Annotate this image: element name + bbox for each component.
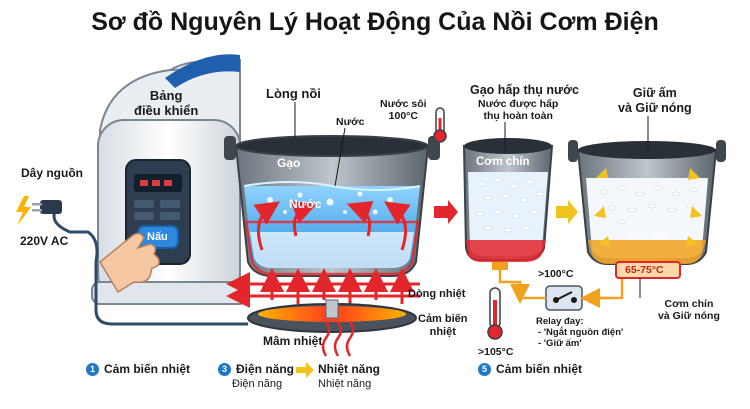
power-plug-icon xyxy=(32,200,248,326)
legend-item-1: 1 Cảm biến nhiệt xyxy=(86,362,190,376)
keep-warm-label: Giữ ấm xyxy=(628,230,669,242)
warm-title: Giữ ấm và Giữ nóng xyxy=(618,86,692,115)
thermometer-icon xyxy=(433,107,447,143)
water-in-pot-label: Nước xyxy=(289,197,322,211)
relay-item-2: - 'Giữ ấm' xyxy=(538,338,582,349)
cooked-rice-label: Cơm chín xyxy=(476,156,530,168)
panel-label: Bảng điều khiển xyxy=(134,88,199,118)
legend-number-5: 5 xyxy=(478,363,491,376)
legend-number-3: 3 xyxy=(218,363,231,376)
heat-flow-arrows xyxy=(226,272,420,308)
legend-item-3-sub-to: Nhiệt năng xyxy=(318,378,372,390)
absorb-subtitle: Nước được hấp thụ hoàn toàn xyxy=(478,98,559,122)
legend-number-1: 1 xyxy=(86,363,99,376)
temp-label: >100°C xyxy=(538,268,574,280)
boiling-water-label: Nước sôi 100°C xyxy=(380,98,427,122)
power-cord-label: Dây nguồn xyxy=(21,166,83,180)
warm-arrows xyxy=(594,168,702,246)
cooked-warm-label: Cơm chín và Giữ nóng xyxy=(658,298,720,322)
legend-item-3-sub-from: Điện năng xyxy=(232,378,283,390)
legend-item-3-from: Điện năng xyxy=(236,362,295,376)
heating-plate xyxy=(247,299,417,333)
convection-arrows xyxy=(253,200,411,251)
inner-pot-label: Lòng nồi xyxy=(266,86,321,101)
lightning-icon xyxy=(16,196,31,226)
legend-item-3: 3 Điện năng xyxy=(218,362,294,376)
page-title: Sơ đồ Nguyên Lý Hoạt Động Của Nồi Cơm Đi… xyxy=(91,8,659,36)
thermometer-icon-2 xyxy=(487,287,503,340)
heating-plate-label: Mâm nhiệt xyxy=(263,334,323,348)
water-label: Nước xyxy=(336,116,365,128)
inner-pot-cooking xyxy=(224,135,440,277)
relay-label: Relay đay: xyxy=(536,316,584,327)
warm-rice xyxy=(599,185,699,225)
pointer-lines-3 xyxy=(639,116,649,298)
legend-arrow xyxy=(296,362,314,378)
step-arrow-2 xyxy=(556,200,578,224)
legend-item-5-label: Cảm biến nhiệt xyxy=(496,362,583,376)
sensor-label: Cảm biến nhiệt xyxy=(418,313,468,338)
heat-wave-icon xyxy=(321,321,355,357)
cook-button-label[interactable]: Nấu xyxy=(147,231,168,243)
sensor-temp-label: >105°C xyxy=(478,346,514,358)
legend-item-5: 5 Cảm biến nhiệt xyxy=(478,362,582,376)
hand-icon xyxy=(99,232,160,294)
rice-label: Gạo xyxy=(277,156,301,170)
heat-flow-label: Dòng nhiệt xyxy=(408,288,466,300)
pointer-lines xyxy=(294,102,346,187)
relay-item-1: - 'Ngắt nguồn điện' xyxy=(538,327,624,338)
temp-range-label: 65-75°C xyxy=(625,264,664,276)
absorb-title: Gạo hấp thụ nước xyxy=(470,83,579,97)
voltage-label: 220V AC xyxy=(20,234,69,248)
legend-item-1-label: Cảm biến nhiệt xyxy=(104,362,191,376)
rice-grains xyxy=(475,177,545,233)
inner-pot-absorbed xyxy=(462,138,554,270)
relay-switch xyxy=(545,285,583,311)
legend-item-3-to: Nhiệt năng xyxy=(318,362,380,376)
step-arrow xyxy=(434,200,458,224)
inner-pot-warm xyxy=(568,140,726,279)
relay-arrows xyxy=(510,282,610,308)
